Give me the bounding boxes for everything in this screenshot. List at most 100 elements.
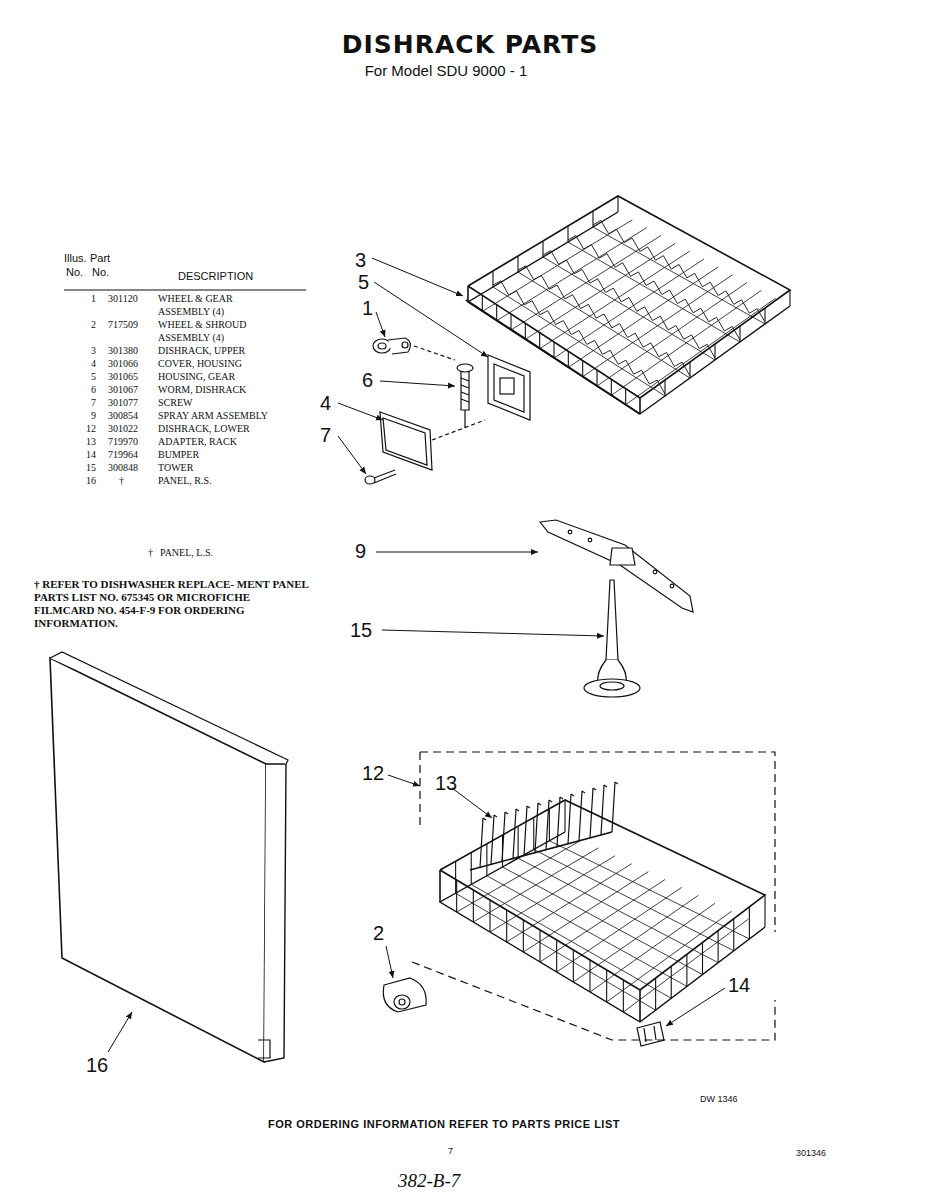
wire [590, 788, 593, 838]
wire [568, 794, 571, 844]
wire [506, 910, 507, 942]
wire [560, 797, 563, 799]
callout-number: 12 [362, 763, 384, 783]
wire [615, 782, 618, 784]
table-cell: 300854 [108, 409, 138, 422]
wire [579, 791, 582, 841]
wire [440, 800, 765, 990]
wire [535, 803, 538, 853]
callout-number: 14 [728, 975, 750, 995]
table-cell: DISHRACK, LOWER [158, 422, 250, 435]
wire [516, 809, 519, 811]
table-cell: BUMPER [158, 448, 199, 461]
table-header: No. [92, 266, 109, 279]
table-cell: 300848 [108, 461, 138, 474]
wire [582, 791, 585, 793]
table-cell: 301380 [108, 344, 138, 357]
wire [606, 970, 607, 1002]
wire [510, 314, 511, 330]
callout-number: 9 [355, 541, 366, 561]
wire [439, 870, 440, 902]
table-cell: 9 [91, 409, 96, 422]
wire [496, 305, 497, 321]
callout-number: 2 [373, 923, 384, 943]
wire [483, 818, 486, 820]
table-cell: 2 [91, 318, 96, 331]
wire [639, 398, 640, 414]
wire [625, 389, 626, 405]
wire [480, 818, 483, 868]
wire [571, 794, 574, 796]
wire [486, 844, 487, 876]
table-cell: COVER, HOUSING [158, 357, 242, 370]
wire [556, 940, 557, 972]
wire [764, 895, 765, 927]
wire [617, 196, 618, 212]
table-cell: 719970 [108, 435, 138, 448]
wire [539, 333, 540, 349]
upper-dishrack [466, 196, 790, 414]
wire [439, 870, 440, 902]
wire [718, 931, 719, 963]
table-cell: 6 [91, 383, 96, 396]
wire [538, 803, 541, 805]
wire [473, 890, 474, 922]
wire [543, 251, 715, 358]
wire [523, 920, 524, 952]
wire [489, 900, 490, 932]
page-title: DISHRACK PARTS [342, 30, 599, 60]
table-cell: WORM, DISHRACK [158, 383, 246, 396]
table-header: No. [66, 266, 83, 279]
wire [593, 227, 765, 324]
drawing-number: DW 1346 [700, 1094, 738, 1105]
wire [471, 853, 472, 885]
table-cell: 4 [91, 357, 96, 370]
table-cell: 7 [91, 396, 96, 409]
callout-number: 5 [358, 272, 369, 292]
callout-number: 15 [350, 620, 372, 640]
wire [527, 806, 530, 808]
table-cell: 719964 [108, 448, 138, 461]
table-cell: † [148, 546, 153, 559]
wire [467, 286, 468, 302]
footnote: † REFER TO DISHWASHER REPLACE- MENT PANE… [34, 578, 312, 630]
table-cell: DISHRACK, UPPER [158, 344, 245, 357]
wire [611, 379, 612, 395]
wire [593, 788, 596, 790]
table-cell: WHEEL & GEAR ASSEMBLY (4) [158, 292, 258, 318]
table-cell: 5 [91, 370, 96, 383]
handwritten-code: 382-B-7 [398, 1170, 460, 1193]
callout-number: 3 [355, 250, 366, 270]
callout-number: 16 [86, 1055, 108, 1075]
leader-lines [64, 258, 725, 1052]
wire [564, 800, 565, 832]
callout-number: 1 [362, 298, 373, 318]
wire [455, 861, 456, 893]
wire [518, 272, 690, 378]
wire [456, 880, 457, 912]
wire [546, 800, 549, 850]
wire [549, 809, 550, 841]
wire [733, 919, 734, 951]
wire [655, 978, 656, 1010]
table-cell: PANEL, R.S. [158, 474, 212, 487]
callout-number: 13 [435, 773, 457, 793]
wire [639, 990, 640, 1022]
wire [604, 785, 607, 787]
wire [623, 980, 624, 1012]
document-number: 301346 [796, 1148, 826, 1159]
wire [549, 800, 552, 802]
table-header: Illus. [64, 252, 87, 265]
wire [518, 826, 519, 858]
wire [525, 323, 526, 339]
wire [467, 286, 468, 302]
table-cell: SPRAY ARM ASSEMBLY [158, 409, 268, 422]
wire [686, 954, 687, 986]
table-cell: 301022 [108, 422, 138, 435]
wire [612, 782, 615, 832]
wire [639, 398, 640, 414]
table-cell: 12 [86, 422, 96, 435]
table-cell: 301120 [108, 292, 138, 305]
wire [482, 295, 483, 311]
